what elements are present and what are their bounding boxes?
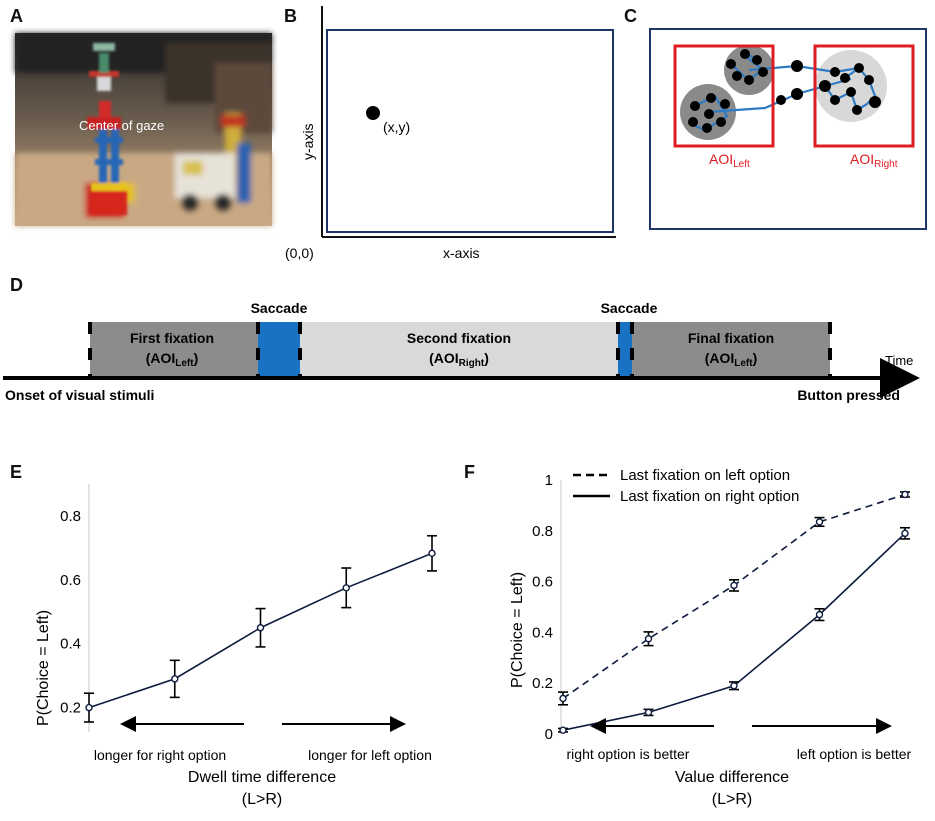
saccade-1-bar [258, 322, 300, 376]
panel-f-letter: F [464, 462, 475, 482]
panel-b-frame: (x,y) y-axis x-axis (0,0) [285, 6, 616, 261]
data-point [428, 549, 436, 558]
data-point [815, 610, 824, 619]
aoi-left-label: AOILeft [709, 151, 750, 170]
first-fixation-label: First fixation [130, 330, 214, 346]
y-tick-label: 0.8 [532, 523, 553, 540]
panel-e-chart: P(Choice = Left) 0.2 0.4 0.6 0.8 longer for… [35, 484, 437, 808]
gaze-point [366, 106, 380, 120]
y-axis-label: y-axis [300, 123, 316, 160]
series-line [562, 532, 906, 731]
screen-rectangle [326, 29, 614, 233]
final-fixation-bar [632, 322, 830, 376]
y-tick-label: 0.2 [532, 675, 553, 692]
data-point [901, 490, 909, 499]
data-point [85, 703, 93, 712]
panel-c-aoi: AOILeft AOIRight [649, 28, 927, 230]
y-tick-label: 0.4 [60, 636, 81, 653]
data-point [256, 624, 265, 632]
left-arrow-label: right option is better [567, 746, 690, 762]
panel-c-letter: C [624, 6, 637, 26]
panel-f-chart: P(Choice = Left) 0 0.2 0.4 0.6 0.8 1 Last fix… [509, 467, 912, 808]
data-point [730, 682, 738, 690]
y-tick-label: 0 [545, 726, 553, 743]
onset-label: Onset of visual stimuli [5, 387, 154, 403]
y-tick-label: 1 [545, 472, 553, 489]
data-point [559, 694, 567, 703]
series-line [562, 493, 906, 700]
saccade-1-label: Saccade [251, 300, 308, 316]
y-tick-label: 0.6 [532, 574, 553, 591]
panel-a-letter: A [10, 6, 23, 26]
y-axis-label: P(Choice = Left) [509, 572, 526, 688]
data-point [559, 726, 567, 734]
legend-dashed-label: Last fixation on left option [620, 467, 790, 484]
screen-rectangle [649, 28, 927, 230]
aoi-right-box [813, 44, 915, 148]
left-arrow-label: longer for right option [94, 747, 226, 763]
time-label: Time [885, 353, 913, 368]
y-axis-label: P(Choice = Left) [35, 610, 52, 726]
panel-a-photo: Center of gaze [15, 33, 272, 226]
panel-d-timeline: Saccade Saccade First fixation (AOILeft)… [3, 300, 920, 403]
center-of-gaze-label: Center of gaze [79, 118, 164, 133]
legend-solid-label: Last fixation on right option [620, 488, 799, 505]
aoi-left-box [673, 44, 775, 148]
x-axis-sublabel: (L>R) [712, 791, 752, 808]
right-arrow-label: left option is better [797, 746, 912, 762]
final-fixation-label: Final fixation [688, 330, 774, 346]
data-point [644, 708, 653, 717]
button-pressed-label: Button pressed [797, 387, 900, 403]
second-fixation-bar [300, 322, 618, 376]
y-tick-label: 0.6 [60, 572, 81, 589]
panel-d-letter: D [10, 275, 23, 295]
data-point [171, 675, 179, 683]
second-fixation-label: Second fixation [407, 330, 511, 346]
aoi-right-label: AOIRight [850, 151, 898, 170]
origin-label: (0,0) [285, 245, 314, 261]
first-fixation-aoi: (AOILeft) [146, 350, 199, 369]
y-tick-label: 0.8 [60, 508, 81, 525]
data-point [901, 529, 909, 538]
y-tick-label: 0.4 [532, 624, 553, 641]
data-point [730, 581, 738, 590]
x-axis-label: Value difference [675, 769, 789, 786]
x-axis-label: x-axis [443, 245, 480, 261]
x-axis-sublabel: (L>R) [242, 791, 282, 808]
final-fixation-aoi: (AOILeft) [705, 350, 758, 369]
data-point [815, 518, 824, 526]
right-arrow-label: longer for left option [308, 747, 432, 763]
data-point [644, 635, 653, 643]
first-fixation-bar [90, 322, 258, 376]
data-point [342, 584, 350, 592]
saccade-2-label: Saccade [601, 300, 658, 316]
panel-e-letter: E [10, 462, 23, 482]
y-tick-label: 0.2 [60, 700, 81, 717]
second-fixation-aoi: (AOIRight) [429, 350, 489, 369]
saccade-2-bar [618, 322, 632, 376]
x-axis-label: Dwell time difference [188, 769, 336, 786]
point-label: (x,y) [383, 119, 410, 135]
panel-b-letter: B [284, 6, 297, 26]
